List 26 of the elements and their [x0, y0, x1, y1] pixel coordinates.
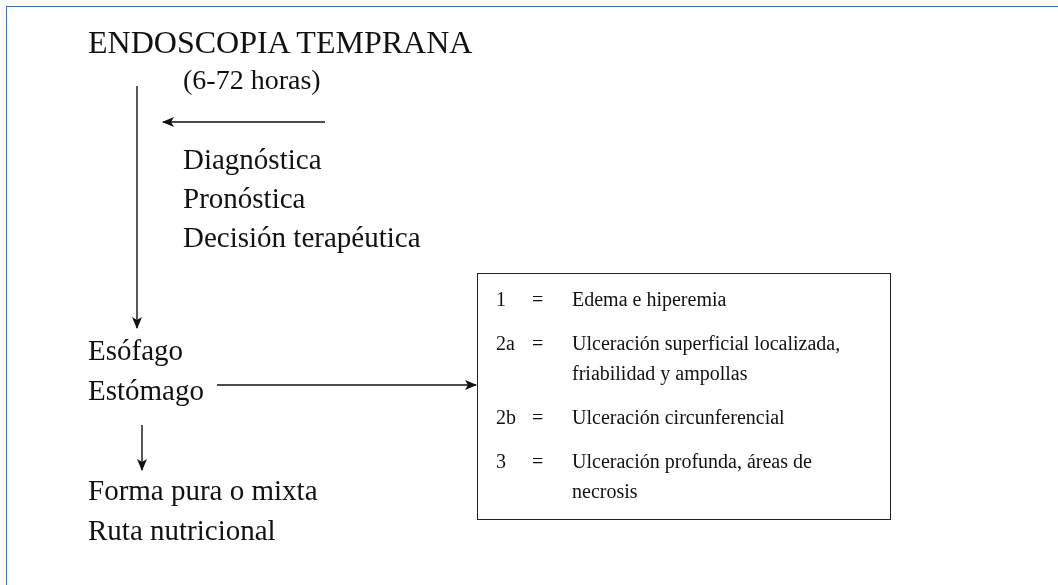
arrow: [137, 424, 147, 471]
arrow: [216, 380, 477, 390]
list-item: Forma pura o mixta: [88, 473, 319, 508]
list-item: Decisión terapéutica: [183, 220, 422, 255]
list-item: Pronóstica: [183, 181, 307, 216]
list-item: Estómago: [88, 373, 205, 408]
equals-sign: =: [532, 331, 545, 356]
grade-description: Ulceración circunferencial: [572, 405, 786, 430]
list-item: Diagnóstica: [183, 142, 323, 177]
arrow: [132, 85, 142, 329]
grade-number: 3: [496, 449, 507, 474]
equals-sign: =: [532, 405, 545, 430]
list-item: Esófago: [88, 333, 185, 368]
grade-number: 2b: [496, 405, 517, 430]
heading-text: ENDOSCOPIA TEMPRANA: [88, 23, 474, 62]
grade-number: 1: [496, 287, 507, 312]
grade-number: 2a: [496, 331, 516, 356]
grade-description: Edema e hiperemia: [572, 287, 728, 313]
arrow: [162, 117, 326, 127]
list-item: Ruta nutricional: [88, 513, 277, 548]
equals-sign: =: [532, 287, 545, 312]
subheading-text: (6-72 horas): [183, 63, 322, 97]
grade-description: Ulceración superficial localizada, friabilidad y ampollas: [572, 331, 842, 387]
grade-description: Ulceración profunda, áreas de necrosis: [572, 449, 813, 504]
equals-sign: =: [532, 449, 545, 474]
grading-table-box: [477, 273, 891, 520]
